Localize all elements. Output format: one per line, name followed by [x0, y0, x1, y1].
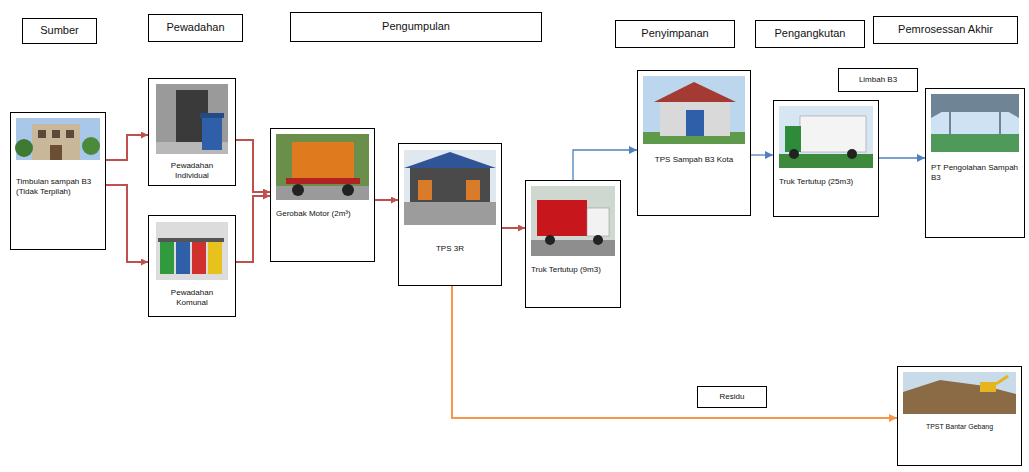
node-text: Gerobak Motor (2m³)	[276, 209, 369, 219]
stage-header: Pewadahan	[148, 14, 243, 42]
treatment-hall-photo	[931, 94, 1019, 152]
flow-arrow	[452, 286, 897, 418]
flow-arrow	[106, 135, 148, 160]
flow-arrow	[236, 140, 270, 192]
flow-arrow	[879, 157, 925, 158]
landfill-photo	[903, 372, 1016, 414]
tps3r-photo	[404, 150, 496, 225]
container-box: Pewadahan Individual	[148, 78, 236, 186]
processing-box: PT Pengolahan Sampah B3	[925, 88, 1025, 238]
source-box: Timbulan sampah B3(Tidak Terpilah)	[10, 112, 106, 250]
node-text: PT Pengolahan Sampah B3	[931, 163, 1019, 183]
header-text: Sumber	[40, 24, 79, 38]
tps-b3-photo	[643, 76, 745, 144]
flow-tag: Limbah B3	[838, 68, 918, 92]
communal-bin-photo	[156, 222, 228, 280]
stage-header: Pemrosessan Akhir	[873, 16, 1018, 44]
header-text: Pengangkutan	[775, 27, 846, 41]
node-text: TPS 3R	[404, 244, 496, 254]
node-text: Truk Tertutup (9m3)	[531, 265, 615, 275]
header-text: Penyimpanan	[641, 27, 708, 41]
header-text: Pemrosessan Akhir	[898, 23, 993, 37]
container-box: Pewadahan Komunal	[148, 215, 236, 317]
node-text: Pewadahan Individual	[154, 161, 230, 181]
node-text: (Tidak Terpilah)	[16, 187, 100, 197]
motor-cart-photo	[276, 134, 369, 200]
stage-header: Pengangkutan	[755, 20, 865, 48]
flow-arrow	[106, 185, 148, 262]
header-text: Limbah B3	[859, 75, 897, 85]
flow-arrow	[375, 199, 398, 201]
truck-25-photo	[779, 106, 873, 168]
flow-tag: Residu	[697, 386, 767, 408]
node-text: Pewadahan Komunal	[154, 288, 230, 308]
header-text: Residu	[720, 392, 745, 402]
flow-arrow	[236, 196, 270, 262]
flow-arrow	[751, 154, 773, 155]
source-photo	[15, 118, 100, 160]
transport-box: Truk Tertutup (25m3)	[773, 100, 879, 217]
truck-9-photo	[531, 186, 615, 256]
node-text: Timbulan sampah B3	[16, 177, 100, 187]
flow-arrow	[573, 150, 637, 180]
stage-header: Penyimpanan	[615, 20, 735, 48]
node-text: TPST Bantar Gebang	[903, 423, 1016, 432]
storage-box: TPS Sampah B3 Kota	[637, 70, 751, 216]
collection-box: Gerobak Motor (2m³)	[270, 128, 375, 262]
individual-bin-photo	[156, 84, 228, 154]
stage-header: Sumber	[22, 18, 97, 44]
stage-header: Pengumpulan	[290, 12, 542, 42]
collection-box: TPS 3R	[398, 143, 502, 286]
node-text: TPS Sampah B3 Kota	[643, 155, 745, 165]
landfill-box: TPST Bantar Gebang	[897, 366, 1022, 466]
header-text: Pengumpulan	[382, 20, 450, 34]
node-text: Truk Tertutup (25m3)	[779, 177, 873, 187]
header-text: Pewadahan	[166, 21, 224, 35]
transport-box: Truk Tertutup (9m3)	[525, 180, 621, 308]
flow-arrow	[502, 227, 525, 229]
